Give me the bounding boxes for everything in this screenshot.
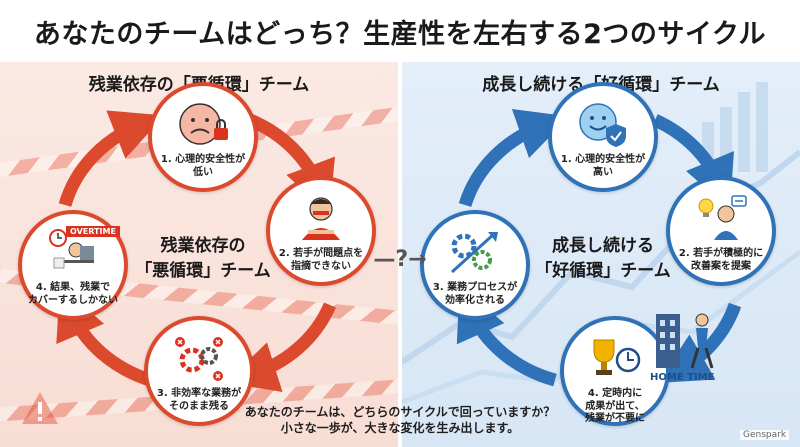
virtuous-step-4: 4. 定時内に 成果が出て、 残業が不要に bbox=[560, 316, 670, 426]
home-time-label: HOME TIME bbox=[650, 372, 715, 383]
virtuous-step-3: 3. 業務プロセスが 効率化される bbox=[420, 210, 530, 320]
title-bar: あなたのチームはどっち？生産性を左右する2つのサイクル bbox=[0, 0, 800, 62]
closing-message-line-2: 小さな一歩が、大きな変化を生み出します。 bbox=[280, 421, 520, 436]
panel-divider bbox=[398, 62, 402, 447]
virtuous-step-3-label: 3. 業務プロセスが 効率化される bbox=[432, 282, 518, 306]
overtime-worker-icon bbox=[46, 228, 100, 276]
virtuous-cycle-center-label: 成長し続ける 「好循環」チーム bbox=[535, 236, 671, 281]
vicious-step-1-label: 1. 心理的安全性が 低い bbox=[160, 154, 246, 178]
virtuous-step-1-label: 1. 心理的安全性が 高い bbox=[560, 154, 646, 178]
virtuous-step-2-label: 2. 若手が積極的に 改善案を提案 bbox=[678, 248, 764, 272]
page-title: あなたのチームはどっち？生産性を左右する2つのサイクル bbox=[33, 18, 767, 50]
virtuous-step-4-label: 4. 定時内に 成果が出て、 残業が不要に bbox=[585, 388, 645, 424]
overtime-badge: OVERTIME bbox=[66, 226, 120, 237]
trophy-clock-icon bbox=[588, 334, 642, 382]
vicious-step-4-label: 4. 結果、残業で カバーするしかない bbox=[28, 282, 118, 306]
closing-message: あなたのチームは、どちらのサイクルで回っていますか？ 小さな一歩が、大きな変化を… bbox=[210, 404, 590, 436]
vicious-step-2-label: 2. 若手が問題点を 指摘できない bbox=[278, 248, 364, 272]
warning-icon bbox=[20, 390, 60, 430]
vicious-cycle-center-label: 残業依存の 「悪循環」チーム bbox=[135, 236, 271, 281]
vicious-step-2: 2. 若手が問題点を 指摘できない bbox=[266, 176, 376, 286]
transition-question-mark: —?→ bbox=[373, 246, 427, 272]
home-time-illustration bbox=[656, 313, 714, 369]
gears-arrow-icon bbox=[448, 228, 502, 276]
virtuous-step-1: 1. 心理的安全性が 高い bbox=[548, 82, 658, 192]
idea-person-icon bbox=[694, 194, 748, 242]
sad-face-lock-icon bbox=[176, 100, 230, 148]
vicious-step-1: 1. 心理的安全性が 低い bbox=[148, 82, 258, 192]
vicious-step-3-label: 3. 非効率な業務が そのまま残る bbox=[156, 388, 242, 412]
broken-gears-icon bbox=[172, 334, 226, 382]
genspark-watermark: Genspark bbox=[740, 430, 790, 440]
vicious-step-3: 3. 非効率な業務が そのまま残る bbox=[144, 316, 254, 426]
virtuous-step-2: 2. 若手が積極的に 改善案を提案 bbox=[666, 176, 776, 286]
silent-person-icon bbox=[294, 194, 348, 242]
closing-message-line-1: あなたのチームは、どちらのサイクルで回っていますか？ bbox=[244, 405, 556, 419]
smile-shield-icon bbox=[576, 100, 630, 148]
